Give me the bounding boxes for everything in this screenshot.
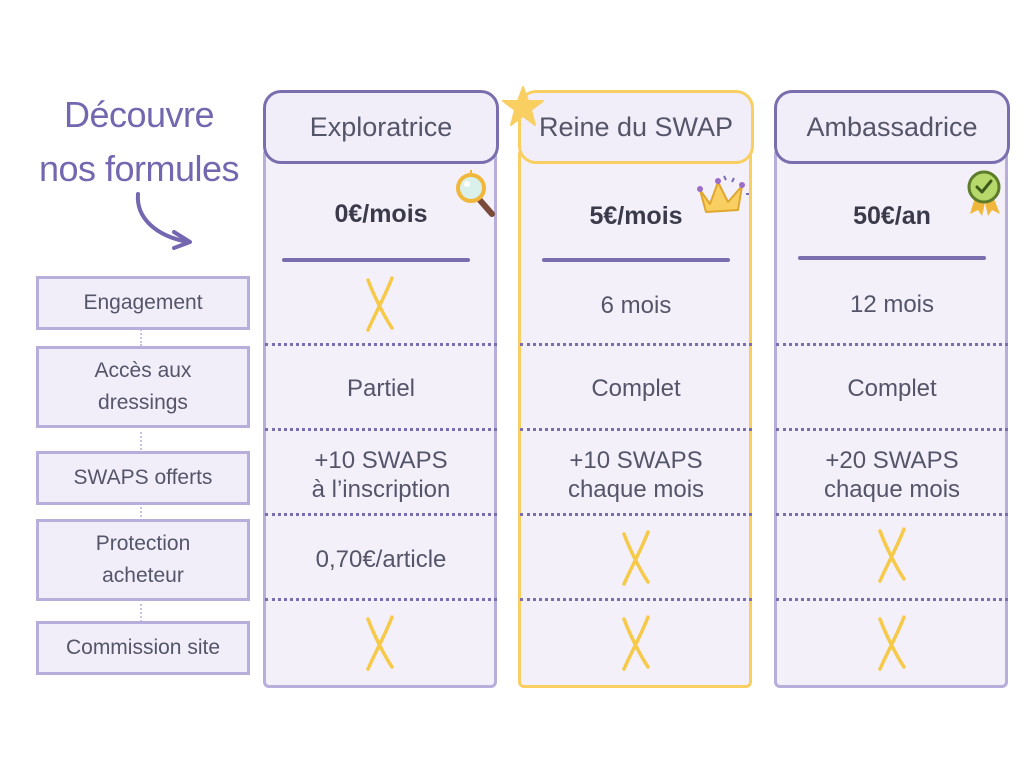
row-connector [140,604,142,622]
row-divider [776,598,1008,601]
plan-name: Reine du SWAP [538,111,734,142]
plan-swaps: +10 SWAPS chaque mois [518,446,754,504]
row-label-text: Protection acheteur [95,532,191,587]
plan-title-reine-du-swap[interactable]: Reine du SWAP [518,90,754,164]
row-divider [520,598,752,601]
row-divider [520,343,752,346]
row-divider [776,428,1008,431]
plan-swaps: +10 SWAPS à l’inscription [263,446,499,504]
row-divider [265,343,497,346]
cross-icon [366,615,394,671]
plan-title-ambassadrice[interactable]: Ambassadrice [774,90,1010,164]
plan-name: Exploratrice [309,111,453,142]
plan-swaps: +20 SWAPS chaque mois [774,446,1010,504]
row-divider [520,428,752,431]
cross-icon [366,276,394,332]
magnifier-icon [456,170,495,217]
price-underline [282,258,470,262]
star-icon [502,86,544,126]
row-divider [776,343,1008,346]
row-connector [140,326,142,346]
plan-price: 0€/mois [334,200,428,228]
cross-icon [878,615,906,671]
row-label-text: Accès aux dressings [94,359,192,414]
plan-swaps-line-1: +20 SWAPS [825,447,959,474]
price-underline [798,256,986,260]
row-label-engagement: Engagement [36,276,250,330]
plan-swaps-line-2: chaque mois [567,476,705,503]
row-connector [140,432,142,450]
row-label-swaps: SWAPS offerts [36,451,250,505]
plan-swaps-line-1: +10 SWAPS [314,447,448,474]
page-headline: Découvre nos formules [14,88,264,196]
row-divider [265,513,497,516]
curved-arrow-icon [135,192,192,250]
plan-access: Complet [847,375,937,402]
price-underline [542,258,730,262]
plan-swaps-line-2: chaque mois [823,476,961,503]
row-label-text: Engagement [83,291,203,314]
cross-icon [878,527,906,583]
row-label-commission: Commission site [36,621,250,675]
plan-swaps-line-1: +10 SWAPS [569,447,703,474]
plan-card-exploratrice [263,148,497,688]
headline-line-1: Découvre [63,94,215,135]
plan-swaps-line-2: à l’inscription [311,476,451,503]
row-label-protection: Protection acheteur [36,519,250,601]
cross-icon [622,530,650,586]
row-divider [776,513,1008,516]
plan-access: Complet [591,375,681,402]
plan-engagement: 12 mois [849,291,935,318]
row-label-text: SWAPS offerts [73,466,213,489]
headline-line-2: nos formules [38,148,240,189]
row-divider [265,428,497,431]
cross-icon [622,615,650,671]
row-connector [140,503,142,521]
row-label-text: Commission site [65,636,221,659]
plan-protection: 0,70€/article [315,546,447,573]
plan-engagement: 6 mois [600,292,672,319]
row-divider [520,513,752,516]
plan-name: Ambassadrice [806,111,978,142]
crown-icon [697,175,749,213]
plan-access: Partiel [346,375,416,402]
row-label-access: Accès aux dressings [36,346,250,428]
plan-price: 5€/mois [589,202,683,230]
row-divider [265,598,497,601]
award-ribbon-icon [967,170,1001,216]
plan-title-exploratrice[interactable]: Exploratrice [263,90,499,164]
plan-price: 50€/an [853,202,931,230]
